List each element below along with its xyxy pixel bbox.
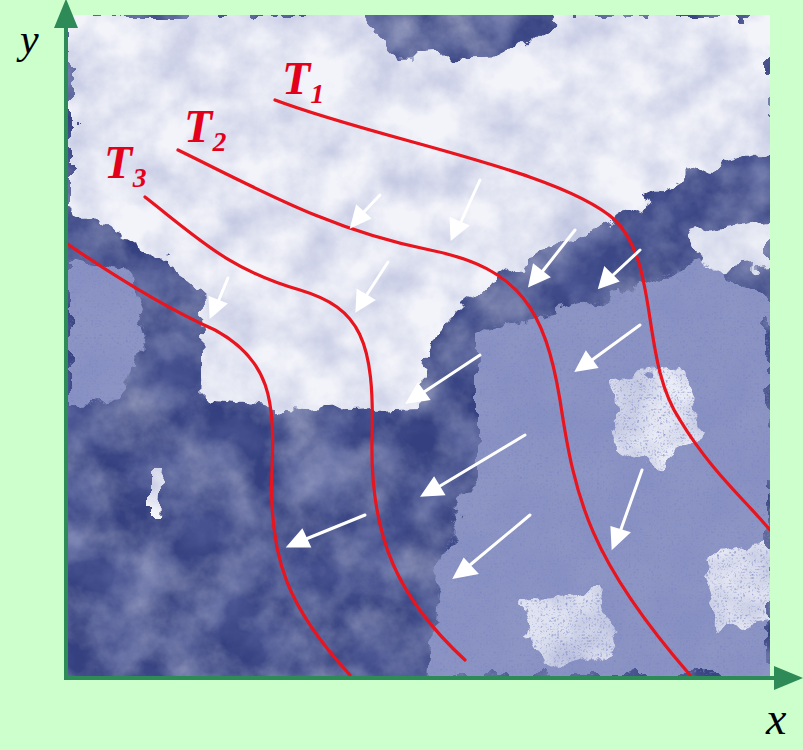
isotherm-label: T₃ <box>104 140 148 186</box>
isotherm-label: T₂ <box>184 104 228 150</box>
isotherm-label: T₁ <box>282 56 326 102</box>
axis-label: y <box>20 18 39 60</box>
axes <box>57 4 798 687</box>
axis-label: x <box>766 696 786 742</box>
